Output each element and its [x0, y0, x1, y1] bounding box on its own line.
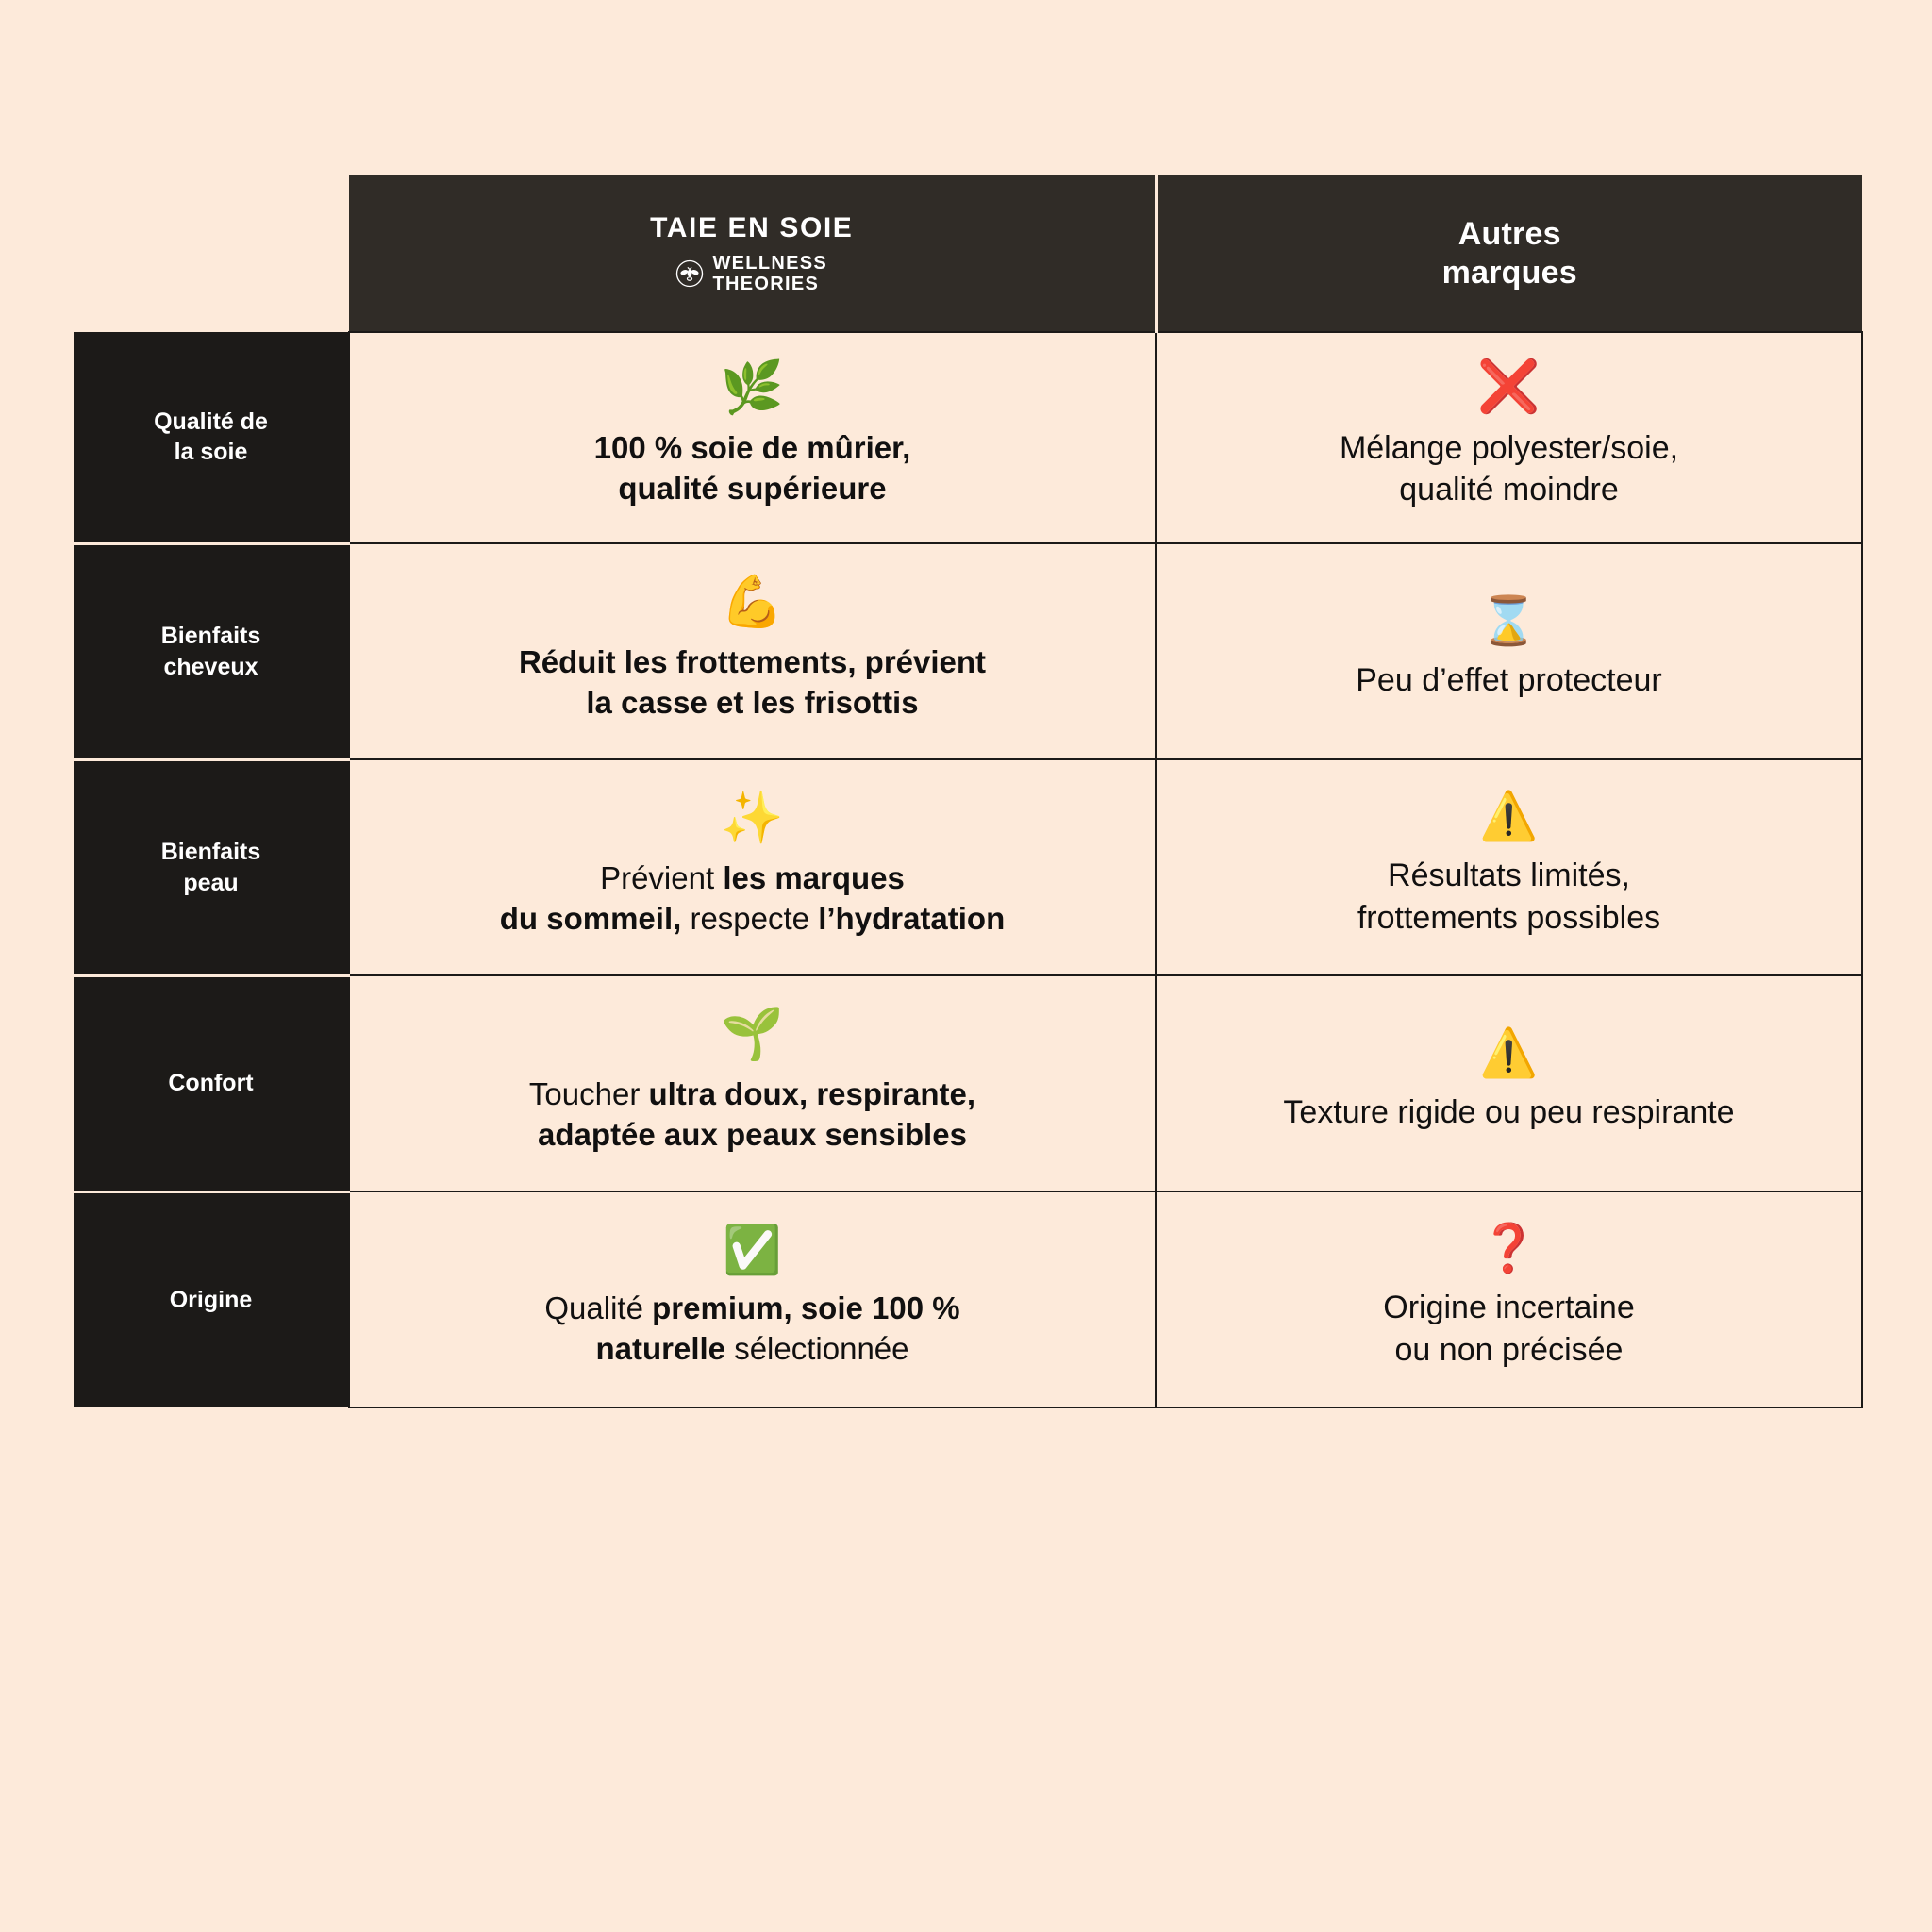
cell-others-text: Mélange polyester/soie,qualité moindre	[1339, 429, 1679, 508]
row-label-line-2: cheveux	[163, 653, 258, 680]
red-cross-mark-icon: ❌	[1476, 356, 1541, 416]
hourglass-icon: ⌛	[1479, 593, 1539, 649]
cell-brand-origin: ✅ Qualité premium, soie 100 %naturelle s…	[348, 1191, 1157, 1408]
green-check-mark-icon: ✅	[723, 1222, 782, 1277]
bee-emblem-icon	[676, 259, 704, 288]
header-spacer-cell	[74, 175, 349, 332]
cell-others-silk-quality: ❌ Mélange polyester/soie,qualité moindre	[1155, 331, 1863, 544]
cell-others-text: Peu d’effet protecteur	[1356, 662, 1662, 699]
logo-line-1: WELLNESS	[712, 252, 827, 274]
comparison-table: TAIE EN SOIE WELLNESS	[74, 175, 1863, 1408]
row-label-line-1: Confort	[168, 1070, 254, 1097]
header-brand-cell: TAIE EN SOIE WELLNESS	[349, 175, 1158, 332]
cell-others-comfort: ⚠️ Texture rigide ou peu respirante	[1155, 974, 1863, 1192]
herb-leaf-icon: 🌿	[720, 358, 785, 418]
flexed-biceps-icon: 💪	[720, 571, 785, 631]
row-label-line-1: Qualité de	[154, 408, 268, 435]
red-question-mark-icon: ❓	[1479, 1221, 1539, 1276]
warning-triangle-icon: ⚠️	[1479, 1025, 1539, 1081]
cell-others-hair-benefits: ⌛ Peu d’effet protecteur	[1155, 542, 1863, 760]
cell-others-text: Texture rigide ou peu respirante	[1283, 1094, 1735, 1131]
cell-brand-comfort: 🌱 Toucher ultra doux, respirante,adaptée…	[348, 974, 1157, 1192]
row-label-silk-quality: Qualité de la soie	[74, 332, 349, 545]
row-label-line-1: Bienfaits	[160, 839, 261, 865]
seedling-icon: 🌱	[720, 1003, 785, 1063]
row-label-line-2: la soie	[174, 439, 248, 466]
others-title-line-1: Autres	[1457, 216, 1561, 253]
table-row: Bienfaits cheveux 💪 Réduit les frottemen…	[74, 541, 1863, 761]
cell-others-text: Résultats limités,frottements possibles	[1357, 858, 1661, 936]
cell-brand-text: 100 % soie de mûrier,qualité supérieure	[593, 430, 911, 506]
table-row: Qualité de la soie 🌿 100 % soie de mûrie…	[74, 331, 1863, 545]
cell-others-skin-benefits: ⚠️ Résultats limités,frottements possibl…	[1155, 758, 1863, 976]
table-row: Origine ✅ Qualité premium, soie 100 %nat…	[74, 1190, 1863, 1408]
table-row: Confort 🌱 Toucher ultra doux, respirante…	[74, 974, 1863, 1193]
cell-brand-text: Toucher ultra doux, respirante,adaptée a…	[528, 1075, 976, 1152]
row-label-line-1: Origine	[169, 1287, 253, 1313]
brand-logo: WELLNESS THEORIES	[372, 253, 1132, 295]
header-row: TAIE EN SOIE WELLNESS	[74, 175, 1862, 332]
brand-title: TAIE EN SOIE	[650, 211, 854, 243]
table-header: TAIE EN SOIE WELLNESS	[74, 175, 1862, 332]
logo-line-2: THEORIES	[712, 274, 820, 294]
others-title: Autres marques	[1180, 215, 1840, 291]
row-label-skin-benefits: Bienfaits peau	[74, 758, 349, 977]
row-label-line-2: peau	[183, 869, 239, 896]
others-title-line-2: marques	[1441, 254, 1577, 291]
comparison-table-wrapper: TAIE EN SOIE WELLNESS	[74, 175, 1863, 1408]
row-label-origin: Origine	[74, 1190, 349, 1407]
row-label-line-1: Bienfaits	[160, 623, 261, 649]
row-label-comfort: Confort	[74, 974, 349, 1193]
row-label-hair-benefits: Bienfaits cheveux	[74, 541, 349, 761]
brand-logo-wordmark: WELLNESS THEORIES	[712, 253, 827, 295]
table-body: Qualité de la soie 🌿 100 % soie de mûrie…	[74, 331, 1863, 1408]
warning-triangle-icon: ⚠️	[1479, 789, 1539, 844]
cell-brand-text: Qualité premium, soie 100 %naturelle sél…	[544, 1290, 960, 1366]
cell-brand-silk-quality: 🌿 100 % soie de mûrier,qualité supérieur…	[348, 331, 1157, 544]
header-others-cell: Autres marques	[1156, 175, 1862, 332]
sparkles-icon: ✨	[720, 787, 785, 847]
